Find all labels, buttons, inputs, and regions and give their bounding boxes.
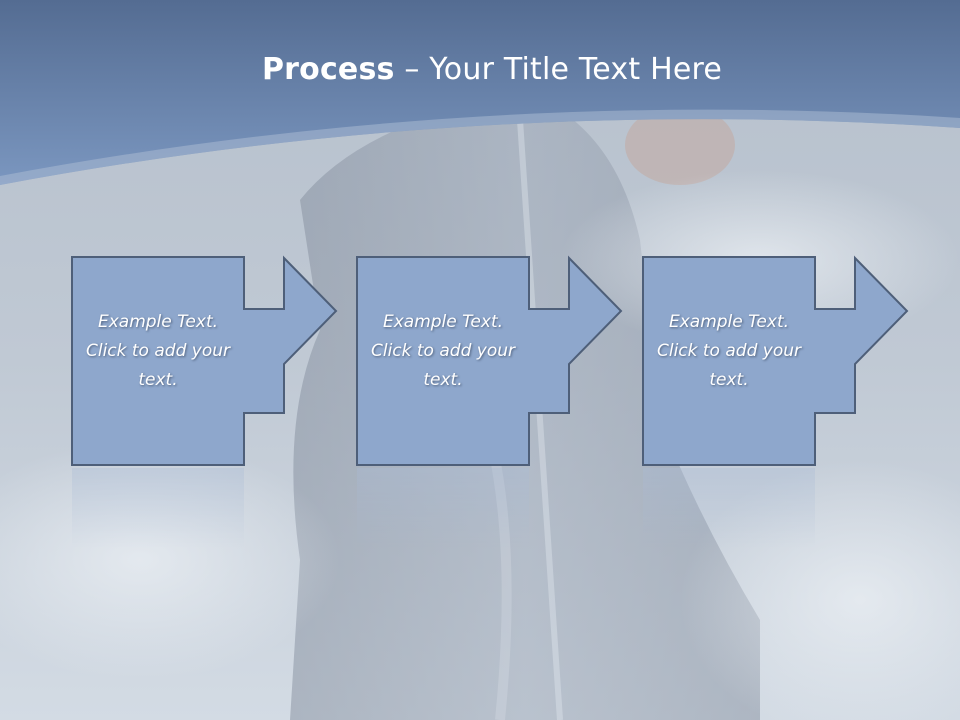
step-3-reflection [642, 468, 907, 548]
step-1-shape [71, 255, 338, 466]
step-1-reflection [71, 468, 336, 548]
step-1-text[interactable]: Example Text. Click to add your text. [85, 312, 230, 390]
step-2-text[interactable]: Example Text. Click to add your text. [370, 312, 515, 390]
process-step-2[interactable]: Example Text. Click to add your text. [356, 255, 623, 466]
slide-title[interactable]: Process – Your Title Text Here [0, 52, 960, 87]
process-step-3[interactable]: Example Text. Click to add your text. [642, 255, 909, 466]
step-3-shape [642, 255, 909, 466]
step-2-shape [356, 255, 623, 466]
step-2-reflection [356, 468, 621, 548]
process-step-1[interactable]: Example Text. Click to add your text. [71, 255, 338, 466]
title-rest-part: – Your Title Text Here [394, 52, 723, 87]
title-bold-part: Process [261, 52, 395, 87]
step-3-text[interactable]: Example Text. Click to add your text. [656, 312, 801, 390]
